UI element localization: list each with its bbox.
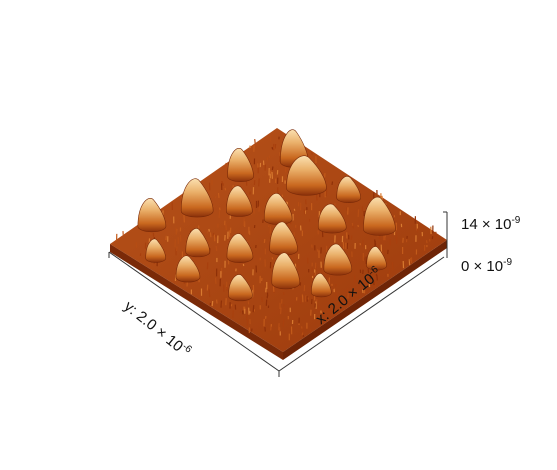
surface-spike (335, 292, 337, 301)
surface-spike (183, 215, 185, 223)
surface-bump (226, 233, 254, 263)
surface-bump (269, 221, 298, 256)
surface-spike (254, 139, 256, 144)
surface-spike (228, 230, 231, 237)
surface-spike (372, 280, 375, 286)
surface-bump (145, 238, 166, 263)
surface-spike (208, 289, 211, 298)
surface-spike (224, 187, 227, 191)
surface-spike (271, 166, 274, 171)
surface-spike (357, 209, 360, 217)
surface-spike (342, 241, 345, 249)
surface-spike (212, 232, 215, 237)
surface-spike (388, 268, 391, 274)
surface-spike (269, 225, 272, 234)
surface-spike (218, 210, 221, 219)
surface-spike (225, 224, 227, 231)
surface-spike (215, 246, 218, 252)
surface-spike (209, 232, 212, 238)
surface-spike (218, 207, 221, 211)
surface-bump (336, 176, 362, 203)
surface-bump (366, 246, 387, 271)
surface-spike (331, 181, 334, 185)
y-axis-line (108, 251, 280, 372)
surface-bump (175, 255, 201, 283)
surface-bump (310, 273, 332, 298)
surface-bump (185, 228, 211, 258)
surface-bump (180, 178, 214, 218)
surface-spike (252, 305, 255, 313)
surface-bump (226, 185, 253, 217)
z-axis-max-label: 14 × 10-9 (461, 215, 521, 233)
surface-bump (228, 274, 253, 302)
surface-bump (271, 252, 301, 290)
surface-bumps (137, 129, 396, 302)
surface-bump (323, 243, 353, 276)
surface-spike (258, 178, 260, 187)
surface-spike (261, 297, 263, 302)
surface-bump (286, 155, 327, 196)
surface-spike (357, 224, 359, 228)
z-axis-min-label: 0 × 10-9 (461, 257, 513, 275)
surface-spike (299, 296, 302, 304)
surface-spike (367, 268, 370, 273)
x-axis-line (278, 256, 445, 372)
surface-bump (227, 148, 254, 183)
surface-spike (301, 332, 304, 336)
surface-front-right-edge (283, 240, 447, 360)
surface-spike (271, 146, 274, 150)
surface-bump (363, 196, 396, 236)
surface-bump (137, 198, 167, 233)
surface-bump (317, 203, 347, 234)
surface-spike (362, 240, 364, 248)
surface-spike (176, 246, 178, 251)
surface-spike (425, 240, 428, 244)
surface-front-left-edge (110, 244, 283, 360)
surface-bump (263, 193, 293, 225)
surface-spike (391, 262, 394, 271)
surface-spike (293, 208, 296, 211)
surface-spike (217, 192, 220, 198)
surface-spike (211, 300, 214, 307)
